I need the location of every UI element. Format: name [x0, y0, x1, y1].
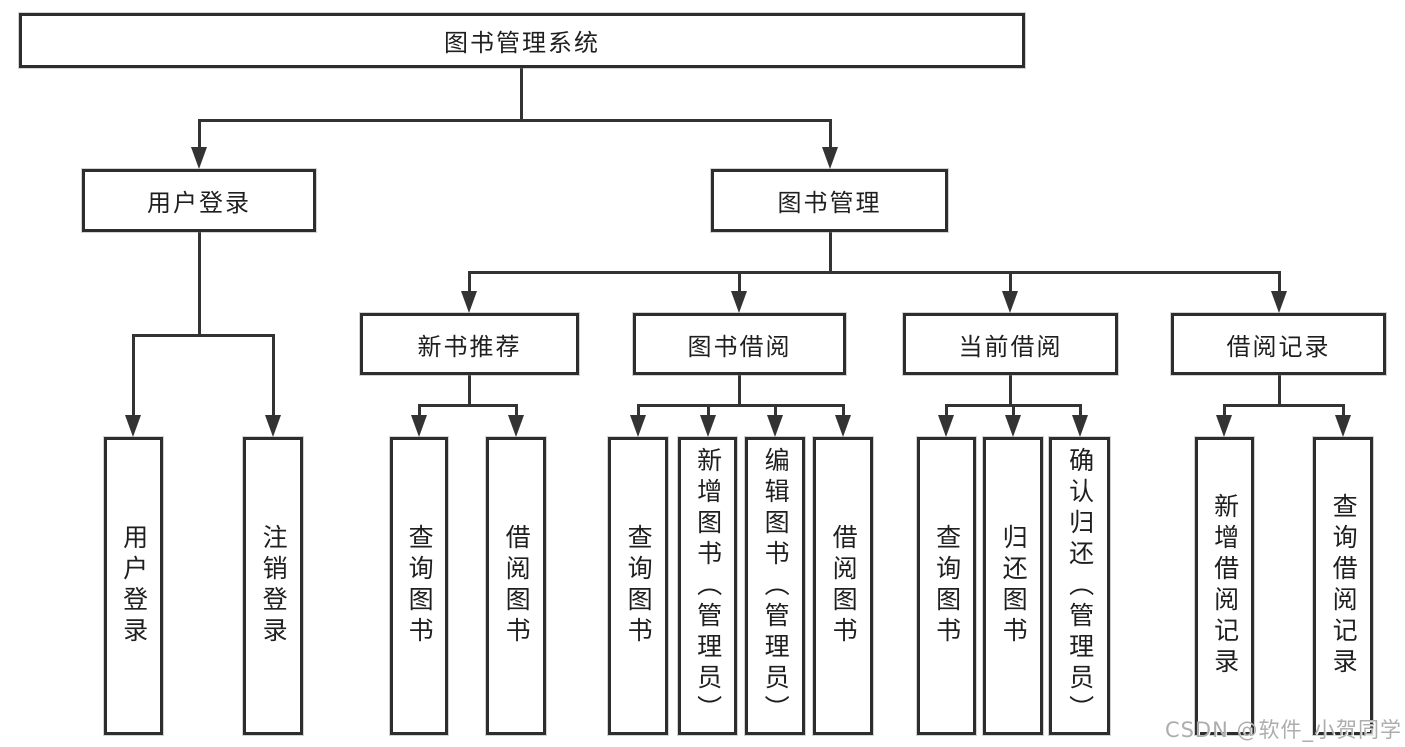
- connector-vline: [737, 375, 741, 407]
- arrow-shaft: [1222, 405, 1226, 421]
- arrow-down-icon: [1072, 415, 1088, 437]
- arrow-shaft: [131, 335, 135, 421]
- arrow-down-icon: [731, 291, 747, 313]
- node-label-confirm-return-admin: 确认归还（管理员）: [1065, 446, 1095, 726]
- node-add-books-admin: 新增图书（管理员）: [678, 437, 737, 735]
- node-label-root: 图书管理系统: [444, 29, 600, 57]
- node-label-new-book-rec: 新书推荐: [417, 332, 522, 361]
- arrow-shaft: [944, 405, 948, 421]
- arrow-down-icon: [630, 415, 646, 437]
- arrow-down-icon: [125, 415, 141, 437]
- node-return-books: 归还图书: [983, 437, 1043, 735]
- node-root: 图书管理系统: [19, 13, 1025, 68]
- node-label-borrow-books-rec: 借阅图书: [502, 524, 532, 648]
- connector-vline: [467, 375, 471, 407]
- connector-vline: [519, 68, 523, 122]
- arrow-down-icon: [822, 147, 838, 169]
- connector-hline: [1222, 403, 1345, 407]
- arrow-down-icon: [1216, 415, 1232, 437]
- node-label-query-books-rec: 查询图书: [405, 524, 435, 648]
- connector-hline: [636, 403, 845, 407]
- arrow-shaft: [1341, 405, 1345, 421]
- node-logout: 注销登录: [243, 437, 303, 735]
- node-label-user-login: 用户登录: [119, 524, 149, 648]
- node-query-books-rec: 查询图书: [390, 437, 448, 735]
- csdn-watermark: CSDN @软件_小贺同学: [1164, 718, 1402, 742]
- node-current-borrow: 当前借阅: [903, 313, 1118, 375]
- arrow-shaft: [706, 405, 710, 421]
- arrow-down-icon: [191, 147, 207, 169]
- node-add-borrow-record: 新增借阅记录: [1195, 437, 1254, 735]
- arrow-shaft: [636, 405, 640, 421]
- node-query-borrow-record: 查询借阅记录: [1313, 437, 1373, 735]
- connector-hline: [197, 118, 832, 122]
- arrow-shaft: [417, 405, 421, 421]
- node-borrow-records: 借阅记录: [1171, 313, 1386, 375]
- arrow-shaft: [1277, 272, 1281, 297]
- node-user-login: 用户登录: [104, 437, 163, 735]
- arrow-down-icon: [835, 415, 851, 437]
- connector-hline: [417, 403, 518, 407]
- arrow-down-icon: [1005, 415, 1021, 437]
- arrow-down-icon: [508, 415, 524, 437]
- arrow-down-icon: [461, 291, 477, 313]
- node-label-user-login-group: 用户登录: [147, 189, 251, 217]
- arrow-down-icon: [265, 415, 281, 437]
- node-label-book-mgmt-group: 图书管理: [777, 189, 882, 217]
- connector-vline: [828, 232, 832, 274]
- arrow-shaft: [828, 120, 832, 153]
- node-book-borrow: 图书借阅: [633, 313, 846, 375]
- connector-vline: [197, 232, 201, 337]
- node-new-book-rec: 新书推荐: [360, 313, 579, 375]
- node-borrow-books: 借阅图书: [813, 437, 873, 735]
- arrow-shaft: [841, 405, 845, 421]
- arrow-shaft: [773, 405, 777, 421]
- node-book-mgmt-group: 图书管理: [711, 169, 948, 232]
- node-label-query-books-borrow: 查询图书: [624, 524, 654, 648]
- node-query-books-borrow: 查询图书: [608, 437, 668, 735]
- node-label-add-borrow-record: 新增借阅记录: [1210, 493, 1240, 679]
- arrow-down-icon: [1002, 291, 1018, 313]
- connector-hline: [131, 333, 275, 337]
- arrow-down-icon: [1271, 291, 1287, 313]
- node-label-current-borrow: 当前借阅: [958, 332, 1063, 361]
- arrow-down-icon: [1335, 415, 1351, 437]
- arrow-down-icon: [411, 415, 427, 437]
- arrow-shaft: [271, 335, 275, 421]
- node-confirm-return-admin: 确认归还（管理员）: [1049, 437, 1110, 735]
- node-label-borrow-books: 借阅图书: [829, 524, 859, 648]
- arrow-down-icon: [767, 415, 783, 437]
- node-borrow-books-rec: 借阅图书: [486, 437, 546, 735]
- arrow-shaft: [467, 272, 471, 297]
- connector-hline: [467, 270, 1281, 274]
- arrow-down-icon: [700, 415, 716, 437]
- arrow-shaft: [1008, 272, 1012, 297]
- node-label-borrow-records: 借阅记录: [1226, 332, 1331, 361]
- arrow-shaft: [1078, 405, 1082, 421]
- node-label-add-books-admin: 新增图书（管理员）: [693, 446, 723, 726]
- connector-vline: [1008, 375, 1012, 407]
- node-label-logout: 注销登录: [259, 524, 289, 648]
- arrow-shaft: [514, 405, 518, 421]
- arrow-shaft: [197, 120, 201, 153]
- node-user-login-group: 用户登录: [82, 169, 316, 232]
- node-label-edit-books-admin: 编辑图书（管理员）: [761, 446, 791, 726]
- node-label-return-books: 归还图书: [999, 524, 1029, 648]
- node-label-query-borrow-record: 查询借阅记录: [1329, 493, 1359, 679]
- connector-vline: [1277, 375, 1281, 407]
- arrow-down-icon: [938, 415, 954, 437]
- node-label-book-borrow: 图书借阅: [687, 332, 792, 361]
- node-label-query-books-current: 查询图书: [932, 524, 962, 648]
- node-query-books-current: 查询图书: [917, 437, 976, 735]
- arrow-shaft: [1011, 405, 1015, 421]
- arrow-shaft: [737, 272, 741, 297]
- node-edit-books-admin: 编辑图书（管理员）: [745, 437, 805, 735]
